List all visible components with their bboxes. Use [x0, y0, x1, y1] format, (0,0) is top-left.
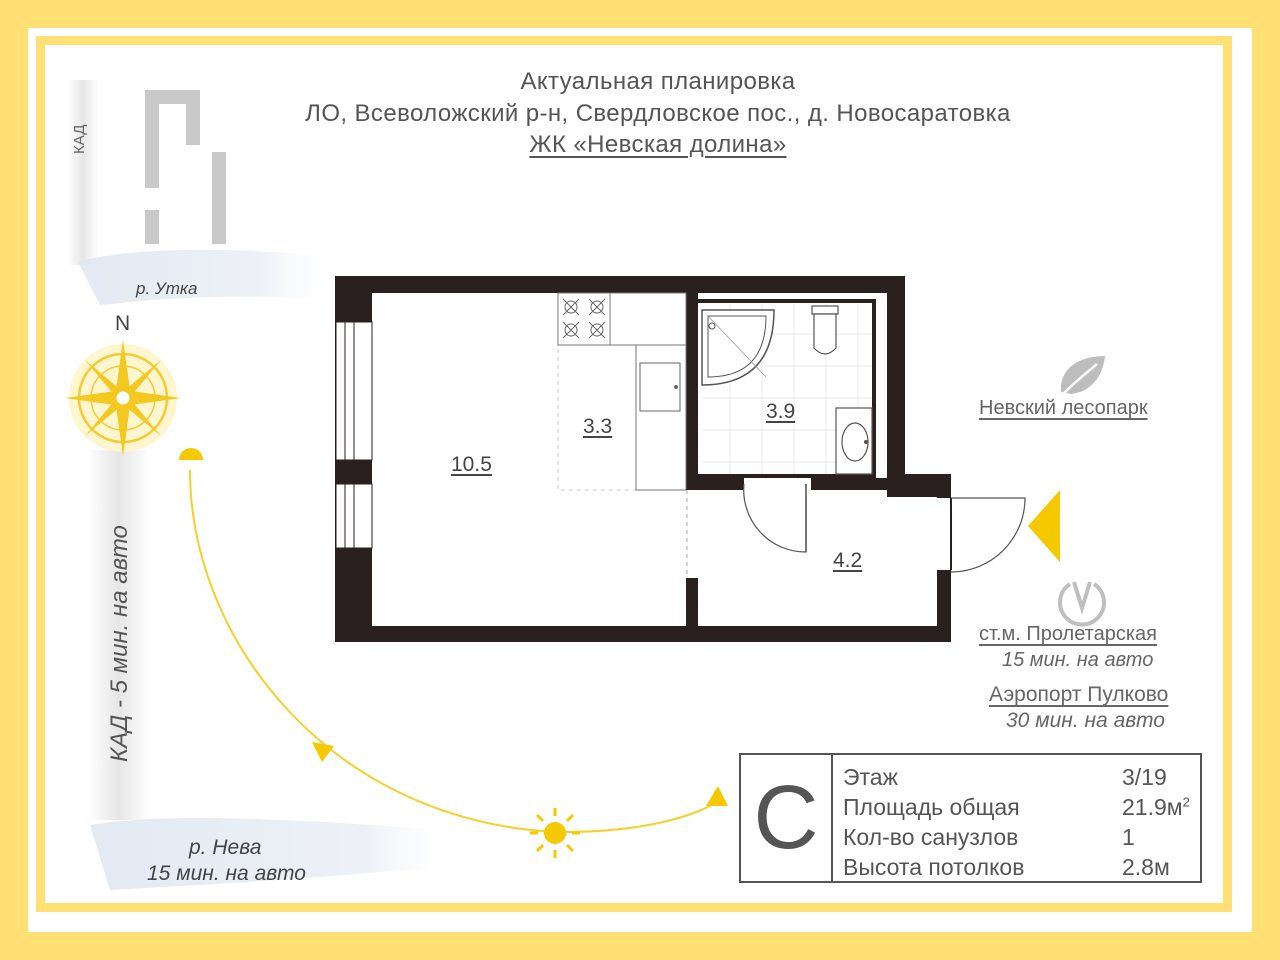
sun-icon	[530, 808, 580, 858]
utka-label: р. Утка	[136, 279, 198, 298]
airport-time-label: 30 мин. на авто	[1006, 709, 1165, 732]
airport-label: Аэропорт Пулково	[989, 683, 1169, 706]
metro-icon	[1058, 581, 1106, 627]
river-neva	[90, 818, 460, 890]
leaf-icon	[1060, 356, 1105, 395]
room-area-hall: 4.2	[833, 549, 863, 572]
kitchen-sink-icon	[639, 362, 681, 412]
info-floor-value: 3/19	[1122, 764, 1167, 790]
info-ceiling-value: 2.8м	[1122, 854, 1170, 880]
apartment-info-box: С Этаж 3/19 Площадь общая 21.9м2 Кол-во …	[739, 753, 1202, 883]
kad-road-bottom	[88, 450, 150, 820]
river-utka	[78, 249, 340, 305]
sink-icon	[835, 407, 873, 475]
room-area-kitchen: 3.3	[583, 415, 613, 438]
header-address: ЛО, Всеволожский р-н, Свердловское пос.,…	[305, 100, 1011, 127]
info-separator	[831, 755, 833, 881]
header-title: Актуальная планировка	[520, 68, 796, 95]
stove-icon	[562, 298, 606, 339]
compass-icon	[65, 340, 181, 456]
room-area-bathroom: 3.9	[766, 400, 796, 423]
kad-label: КАД	[71, 124, 88, 154]
partition-wall	[686, 578, 698, 626]
inner-frame	[36, 36, 1232, 912]
kad-road-top	[68, 80, 98, 265]
header-complex: ЖК «Невская долина»	[529, 131, 787, 158]
sunrise-icon	[179, 448, 203, 460]
metro-label: ст.м. Пролетарская	[979, 623, 1157, 645]
metro-time-label: 15 мин. на авто	[1002, 649, 1154, 671]
info-bathrooms-value: 1	[1122, 824, 1135, 850]
sun-path-arrow-end-icon	[706, 786, 728, 806]
neva-time-label: 15 мин. на авто	[147, 862, 306, 885]
neighbor-buildings	[145, 90, 226, 244]
kitchen-zone	[557, 292, 687, 491]
bathroom-door-swing	[743, 483, 807, 553]
park-label: Невский лесопарк	[979, 397, 1148, 419]
kad-time-label: КАД - 5 мин. на авто	[106, 525, 133, 762]
neva-label: р. Нева	[189, 836, 262, 859]
info-area-value: 21.9м2	[1122, 794, 1190, 820]
info-ceiling-key: Высота потолков	[843, 854, 1025, 880]
info-area-key: Площадь общая	[843, 794, 1020, 820]
apartment-type-letter: С	[753, 768, 819, 868]
floor-plan	[335, 276, 1026, 642]
room-area-living: 10.5	[451, 453, 492, 476]
sun-path	[189, 469, 721, 834]
entrance-arrow-icon	[1028, 490, 1060, 562]
north-label: N	[115, 312, 131, 335]
outer-wall	[335, 276, 951, 642]
entrance-opening	[937, 498, 953, 570]
bathroom-wall	[686, 293, 744, 490]
entrance-door-swing	[950, 497, 1026, 573]
toilet-icon	[811, 305, 839, 355]
info-floor-key: Этаж	[843, 764, 898, 790]
info-bathrooms-key: Кол-во санузлов	[843, 824, 1019, 850]
sun-path-arrow-icon	[312, 742, 334, 762]
